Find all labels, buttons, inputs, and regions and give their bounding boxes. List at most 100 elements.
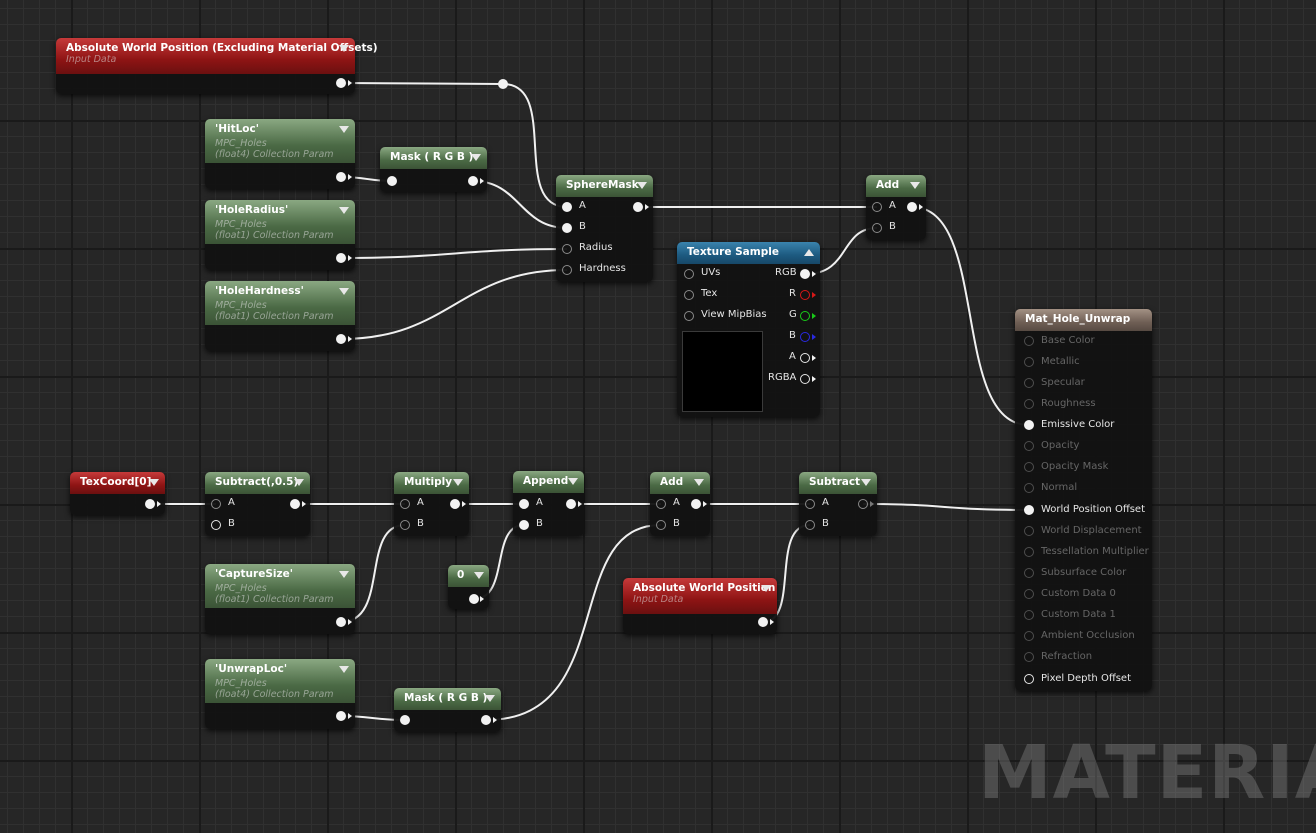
node-append[interactable]: Append A B — [513, 471, 584, 536]
node-header[interactable]: Add — [650, 472, 710, 494]
collapse-arrow-icon[interactable] — [339, 571, 349, 578]
expand-arrow-icon[interactable] — [804, 249, 814, 256]
output-pin[interactable] — [336, 253, 346, 263]
node-header[interactable]: TexCoord[0] — [70, 472, 165, 494]
node-header[interactable]: 'HitLoc' MPC_Holes (float4) Collection P… — [205, 119, 355, 163]
node-absolute-world-position-excluding[interactable]: Absolute World Position (Excluding Mater… — [56, 38, 378, 94]
node-header[interactable]: Subtract(,0.5) — [205, 472, 310, 494]
input-pin[interactable] — [400, 715, 410, 725]
output-pin[interactable] — [336, 711, 346, 721]
input-pin-custom-data-0[interactable] — [1024, 589, 1034, 599]
node-texture-sample[interactable]: Texture Sample UVs Tex View MipBias RGB … — [677, 242, 820, 417]
node-add-top[interactable]: Add A B — [866, 175, 926, 240]
output-pin[interactable] — [907, 202, 917, 212]
output-pin[interactable] — [336, 78, 346, 88]
output-pin-r[interactable] — [800, 290, 810, 300]
node-subtract-half[interactable]: Subtract(,0.5) A B — [205, 472, 310, 536]
node-header[interactable]: Multiply — [394, 472, 469, 494]
input-pin-emissive-color[interactable] — [1024, 420, 1034, 430]
node-header[interactable]: 'HoleRadius' MPC_Holes (float1) Collecti… — [205, 200, 355, 244]
input-pin-base-color[interactable] — [1024, 336, 1034, 346]
collapse-arrow-icon[interactable] — [861, 479, 871, 486]
input-pin-tessellation-multiplier[interactable] — [1024, 547, 1034, 557]
node-hitloc[interactable]: 'HitLoc' MPC_Holes (float4) Collection P… — [205, 119, 355, 189]
input-pin-b[interactable] — [872, 223, 882, 233]
input-pin-specular[interactable] — [1024, 378, 1034, 388]
output-pin-a[interactable] — [800, 353, 810, 363]
output-pin-g[interactable] — [800, 311, 810, 321]
node-hole-radius[interactable]: 'HoleRadius' MPC_Holes (float1) Collecti… — [205, 200, 355, 270]
collapse-arrow-icon[interactable] — [339, 288, 349, 295]
node-multiply[interactable]: Multiply A B — [394, 472, 469, 536]
output-pin[interactable] — [336, 334, 346, 344]
collapse-arrow-icon[interactable] — [339, 45, 349, 52]
node-capture-size[interactable]: 'CaptureSize' MPC_Holes (float1) Collect… — [205, 564, 355, 634]
input-pin-opacity-mask[interactable] — [1024, 462, 1034, 472]
collapse-arrow-icon[interactable] — [485, 695, 495, 702]
collapse-arrow-icon[interactable] — [339, 126, 349, 133]
collapse-arrow-icon[interactable] — [294, 479, 304, 486]
input-pin-b[interactable] — [656, 520, 666, 530]
output-pin[interactable] — [450, 499, 460, 509]
node-mask-rgb-bottom[interactable]: Mask ( R G B ) — [394, 688, 501, 732]
input-pin-a[interactable] — [211, 499, 221, 509]
node-mat-hole-unwrap[interactable]: Mat_Hole_Unwrap Base Color Metallic Spec… — [1015, 309, 1152, 691]
output-pin[interactable] — [336, 172, 346, 182]
collapse-arrow-icon[interactable] — [910, 182, 920, 189]
input-pin-uvs[interactable] — [684, 269, 694, 279]
output-pin[interactable] — [858, 499, 868, 509]
collapse-arrow-icon[interactable] — [637, 182, 647, 189]
input-pin-b[interactable] — [211, 520, 221, 530]
node-header[interactable]: Mask ( R G B ) — [394, 688, 501, 710]
node-header[interactable]: Mask ( R G B ) — [380, 147, 487, 169]
output-pin[interactable] — [468, 176, 478, 186]
output-pin-b[interactable] — [800, 332, 810, 342]
node-header[interactable]: Absolute World Position (Excluding Mater… — [56, 38, 378, 74]
input-pin-a[interactable] — [805, 499, 815, 509]
input-pin-b[interactable] — [400, 520, 410, 530]
node-add-bottom[interactable]: Add A B — [650, 472, 710, 536]
collapse-arrow-icon[interactable] — [339, 207, 349, 214]
input-pin-a[interactable] — [400, 499, 410, 509]
input-pin-a[interactable] — [562, 202, 572, 212]
input-pin-b[interactable] — [562, 223, 572, 233]
output-pin[interactable] — [481, 715, 491, 725]
node-spheremask[interactable]: SphereMask A B Radius Hardness — [556, 175, 653, 282]
node-unwrap-loc[interactable]: 'UnwrapLoc' MPC_Holes (float4) Collectio… — [205, 659, 355, 729]
node-header[interactable]: Add — [866, 175, 926, 197]
input-pin-mip[interactable] — [684, 311, 694, 321]
collapse-arrow-icon[interactable] — [471, 154, 481, 161]
node-subtract[interactable]: Subtract A B — [799, 472, 877, 536]
input-pin-refraction[interactable] — [1024, 652, 1034, 662]
node-header[interactable]: Subtract — [799, 472, 877, 494]
node-texcoord[interactable]: TexCoord[0] — [70, 472, 165, 515]
collapse-arrow-icon[interactable] — [339, 666, 349, 673]
input-pin-world-displacement[interactable] — [1024, 526, 1034, 536]
input-pin-pixel-depth-offset[interactable] — [1024, 674, 1034, 684]
collapse-arrow-icon[interactable] — [474, 572, 484, 579]
collapse-arrow-icon[interactable] — [694, 479, 704, 486]
input-pin-world-position-offset[interactable] — [1024, 505, 1034, 515]
input-pin-subsurface-color[interactable] — [1024, 568, 1034, 578]
input-pin-tex[interactable] — [684, 290, 694, 300]
node-constant-zero[interactable]: 0 — [448, 565, 489, 609]
node-header[interactable]: Absolute World Position Input Data — [623, 578, 777, 614]
input-pin-b[interactable] — [805, 520, 815, 530]
input-pin-hardness[interactable] — [562, 265, 572, 275]
node-header[interactable]: 'HoleHardness' MPC_Holes (float1) Collec… — [205, 281, 355, 325]
input-pin-normal[interactable] — [1024, 483, 1034, 493]
input-pin-a[interactable] — [872, 202, 882, 212]
input-pin-a[interactable] — [656, 499, 666, 509]
node-header[interactable]: Append — [513, 471, 584, 493]
output-pin-rgb[interactable] — [800, 269, 810, 279]
output-pin[interactable] — [566, 499, 576, 509]
output-pin[interactable] — [290, 499, 300, 509]
input-pin-b[interactable] — [519, 520, 529, 530]
node-header[interactable]: Mat_Hole_Unwrap — [1015, 309, 1152, 331]
output-pin[interactable] — [633, 202, 643, 212]
input-pin-roughness[interactable] — [1024, 399, 1034, 409]
node-header[interactable]: 'CaptureSize' MPC_Holes (float1) Collect… — [205, 564, 355, 608]
input-pin-metallic[interactable] — [1024, 357, 1034, 367]
input-pin-custom-data-1[interactable] — [1024, 610, 1034, 620]
output-pin[interactable] — [145, 499, 155, 509]
